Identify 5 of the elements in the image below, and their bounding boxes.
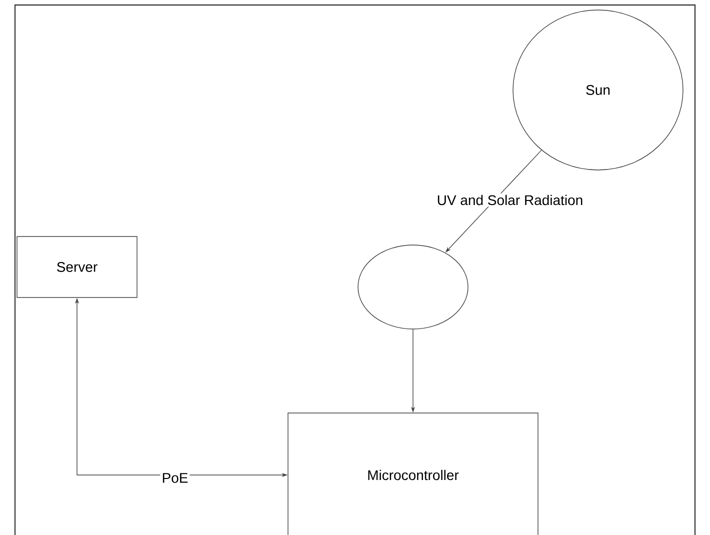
edge-label: UV and Solar Radiation: [435, 193, 585, 207]
server-box: Server: [16, 236, 138, 298]
edge-label: PoE: [160, 472, 190, 484]
sensor-ellipse: [358, 244, 468, 330]
microcontroller-box: Microcontroller: [288, 412, 538, 535]
